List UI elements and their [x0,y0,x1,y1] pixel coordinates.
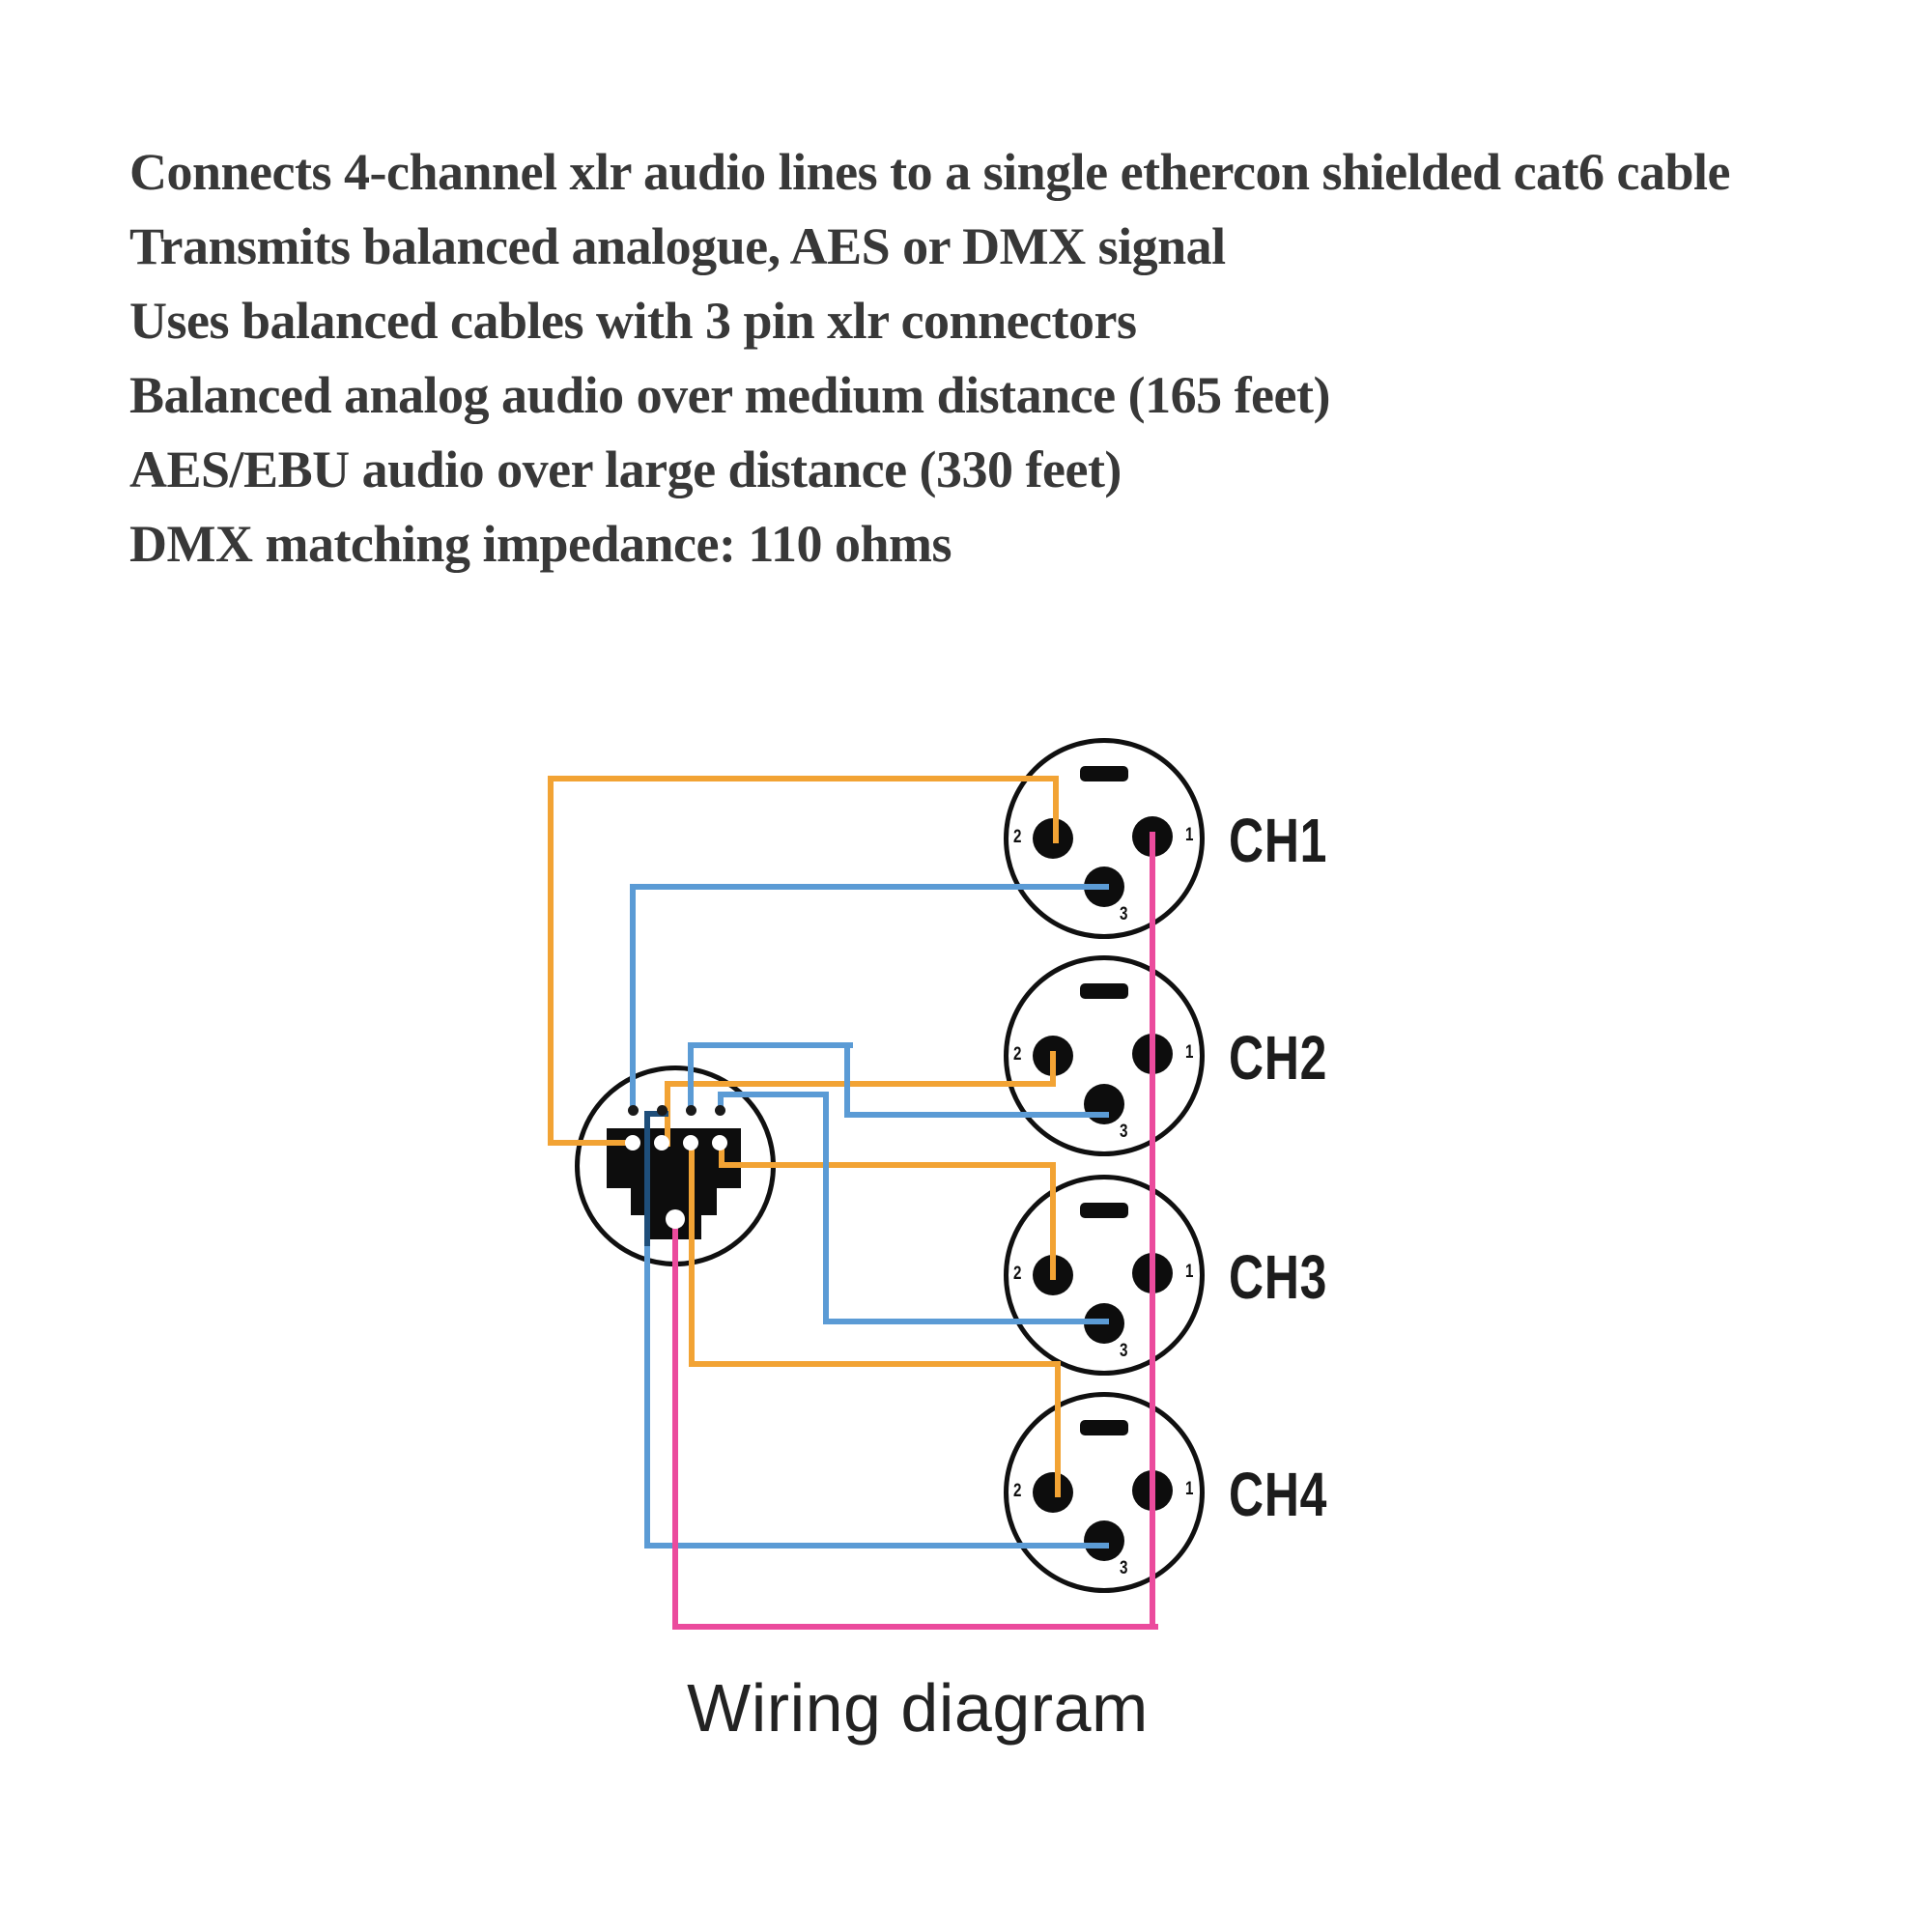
wire-blue-ch4-h [644,1543,1109,1548]
rj45-hole-1 [625,1135,640,1151]
wire-blue-ch4-v [644,1246,650,1548]
diagram-caption: Wiring diagram [687,1670,1149,1746]
wire-blue-ch3-drop [823,1092,829,1324]
rj45-hole-bottom [666,1209,685,1229]
wire-pink-v-left [672,1214,678,1630]
pin3-number: 3 [1120,1122,1128,1142]
wire-blue-ch2-h2 [844,1112,1109,1118]
xlr-connector-ch4: 2 1 3 [1004,1392,1205,1593]
wire-blue-ch1-h [630,884,1109,890]
feature-line: Balanced analog audio over medium distan… [129,366,1330,424]
xlr-pin3-icon [1084,1520,1124,1561]
wire-orange-ch4-h [689,1361,1061,1367]
wire-orange-ch1-drop [1053,776,1059,843]
xlr-connector-ch2: 2 1 3 [1004,955,1205,1156]
channel-label-ch1: CH1 [1229,806,1328,875]
pin1-number: 1 [1185,825,1194,845]
wire-blue-ch3-h2 [823,1319,1109,1324]
feature-line: DMX matching impedance: 110 ohms [129,515,952,573]
rj45-hole-4 [712,1135,727,1151]
rj45-hole-3 [683,1135,698,1151]
channel-label-ch2: CH2 [1229,1023,1328,1093]
pin1-number: 1 [1185,1042,1194,1063]
wire-orange-ch2-h [665,1081,1056,1087]
wire-blue-ch3-h1 [718,1092,829,1097]
rj45-dot-1 [628,1105,639,1116]
wire-orange-ch3-riser [719,1140,724,1168]
feature-line: Uses balanced cables with 3 pin xlr conn… [129,292,1137,350]
xlr-latch-notch-icon [1080,983,1128,999]
wire-orange-ch1-h [548,776,1059,781]
wire-pink-h-bottom [672,1624,1158,1630]
feature-line: AES/EBU audio over large distance (330 f… [129,440,1122,498]
rj45-hole-2 [654,1135,669,1151]
pin1-number: 1 [1185,1479,1194,1499]
rj45-dot-3 [686,1105,696,1116]
pin1-number: 1 [1185,1262,1194,1282]
wire-blue-ch4-over-jack [644,1111,650,1252]
wire-pink-pin1-bus [1150,832,1155,1630]
wire-blue-ch2-riser [688,1042,694,1112]
pin3-number: 3 [1120,1558,1128,1578]
pin2-number: 2 [1013,1264,1022,1284]
xlr-connector-ch1: 2 1 3 [1004,738,1205,939]
feature-list: Connects 4-channel xlr audio lines to a … [129,135,1897,582]
pin3-number: 3 [1120,904,1128,924]
wire-orange-ch1-to-hole1 [548,1140,638,1146]
pin2-number: 2 [1013,1481,1022,1501]
wire-blue-ch3-riser [718,1092,724,1112]
wire-orange-ch1-v [548,776,554,1146]
feature-line: Connects 4-channel xlr audio lines to a … [129,143,1731,201]
wire-blue-ch4-step [644,1111,668,1117]
wire-orange-ch3-drop [1050,1162,1056,1280]
pin2-number: 2 [1013,827,1022,847]
wire-orange-ch2-drop [1050,1051,1056,1087]
xlr-latch-notch-icon [1080,766,1128,781]
channel-label-ch4: CH4 [1229,1460,1328,1529]
xlr-latch-notch-icon [1080,1420,1128,1435]
pin3-number: 3 [1120,1341,1128,1361]
channel-label-ch3: CH3 [1229,1242,1328,1312]
feature-line: Transmits balanced analogue, AES or DMX … [129,217,1226,275]
wire-orange-ch4-v [689,1140,695,1367]
xlr-pin2-icon [1033,1472,1073,1513]
wire-blue-ch2-drop [844,1042,850,1118]
xlr-pin3-icon [1084,1084,1124,1124]
rj45-dot-2 [657,1105,668,1116]
wire-blue-ch1-v [630,884,636,1112]
xlr-latch-notch-icon [1080,1203,1128,1218]
wire-blue-ch2-h1 [688,1042,853,1048]
wire-orange-ch3-h [719,1162,1056,1168]
rj45-dot-4 [715,1105,725,1116]
pin2-number: 2 [1013,1044,1022,1065]
xlr-connector-ch3: 2 1 3 [1004,1175,1205,1376]
wire-orange-ch4-drop [1055,1361,1061,1497]
